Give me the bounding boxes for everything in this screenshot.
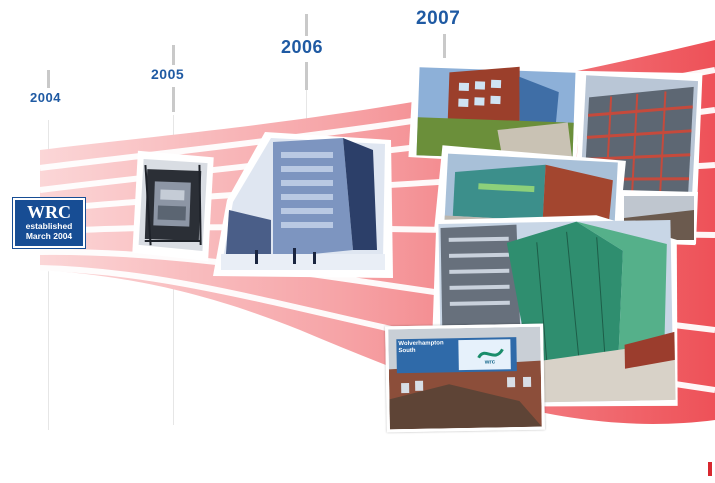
year-label-2006: 2006 — [281, 37, 324, 57]
year-tick-2007-lower — [443, 34, 446, 58]
gridline-2004 — [48, 120, 49, 430]
photo-2006-building — [213, 132, 393, 278]
year-tick-2006 — [305, 14, 308, 36]
photo-2007-billboard: Wolverhampton South wrc — [385, 323, 545, 433]
badge-title: WRC — [27, 202, 71, 222]
photo-2007-campus — [408, 61, 582, 167]
year-label-2004: 2004 — [30, 90, 61, 105]
year-tick-2006-lower — [305, 62, 308, 90]
photo-2007-rubble — [618, 190, 698, 244]
photo-2005-sketch — [132, 150, 214, 262]
billboard-logo-text: wrc — [484, 359, 496, 366]
badge-line2: March 2004 — [25, 231, 73, 241]
year-tick-2005-lower — [172, 87, 175, 112]
billboard-heading: Wolverhampton South — [398, 340, 444, 355]
badge-line1: established — [25, 221, 73, 231]
billboard-scene — [388, 326, 542, 430]
wrc-logo-swoosh — [477, 348, 504, 359]
wrc-established-badge: WRC established March 2004 — [13, 198, 85, 248]
year-label-2005: 2005 — [151, 66, 185, 82]
year-tick-2004 — [47, 70, 50, 88]
year-tick-2005 — [172, 45, 175, 65]
year-label-2007: 2007 — [416, 8, 461, 29]
corner-red-mark — [708, 462, 712, 476]
